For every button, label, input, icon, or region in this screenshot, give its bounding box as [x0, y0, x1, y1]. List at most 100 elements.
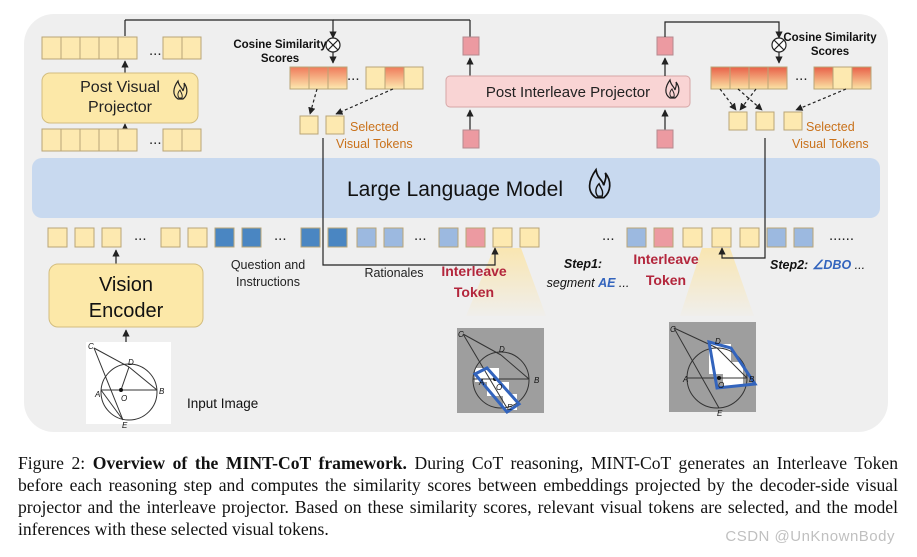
- interleave-embedding-token: [462, 36, 480, 56]
- sequence-token: [492, 227, 513, 248]
- figure-caption: Figure 2: Overview of the MINT-CoT frame…: [18, 452, 898, 540]
- beam-left: [466, 248, 546, 316]
- sequence-token: [47, 227, 68, 248]
- selected-visual-token: [783, 111, 803, 131]
- sequence-token: [300, 227, 321, 248]
- ellipsis: ...: [134, 227, 147, 244]
- sequence-token: [626, 227, 647, 248]
- svg-text:C: C: [458, 330, 464, 339]
- post-visual-projector-box: [41, 72, 199, 124]
- ellipsis: ...: [602, 227, 615, 244]
- svg-text:D: D: [715, 337, 721, 346]
- svg-text:D: D: [499, 345, 505, 354]
- selected-label-left-2: Visual Tokens: [336, 137, 413, 151]
- large-language-model-label: Large Language Model: [347, 178, 563, 201]
- sequence-token: [214, 227, 235, 248]
- visual-token: [98, 36, 119, 60]
- step2-label: Step2:∠DBO ...: [770, 258, 865, 272]
- visual-token: [117, 128, 138, 152]
- selected-visual-token: [325, 115, 345, 135]
- visual-token: [79, 36, 100, 60]
- svg-text:C: C: [670, 325, 676, 334]
- selected-visual-token: [299, 115, 319, 135]
- score-token: [384, 66, 405, 90]
- sequence-token: [519, 227, 540, 248]
- visual-token: [41, 36, 62, 60]
- visual-token: [60, 36, 81, 60]
- post-visual-projector-label-2: Projector: [88, 99, 153, 116]
- svg-text:A: A: [94, 390, 100, 399]
- selected-visual-token: [755, 111, 775, 131]
- visual-token: [117, 36, 138, 60]
- beam-right: [680, 248, 754, 316]
- visual-token: [79, 128, 100, 152]
- score-token: [748, 66, 769, 90]
- vision-encoder-label-2: Encoder: [89, 300, 164, 322]
- ellipsis: ...: [149, 131, 162, 148]
- svg-text:C: C: [88, 342, 94, 351]
- flame-icon: [588, 167, 611, 199]
- score-token: [710, 66, 731, 90]
- rationales-label: Rationales: [364, 266, 423, 280]
- interleave-token-label-left-1: Interleave: [441, 263, 507, 279]
- sequence-token: [465, 227, 486, 248]
- score-token: [832, 66, 853, 90]
- visual-token: [162, 36, 183, 60]
- ellipsis: ...: [414, 227, 427, 244]
- selected-visual-token: [728, 111, 748, 131]
- large-language-model-box: [32, 158, 880, 218]
- input-token-sequence: [47, 227, 814, 248]
- question-instructions-label-1: Question and: [231, 258, 305, 272]
- step1-label: Step1:: [564, 257, 602, 271]
- svg-text:E: E: [507, 403, 513, 412]
- ellipsis: ...: [795, 67, 808, 84]
- score-token: [289, 66, 310, 90]
- cosine-similarity-label-right-1: Cosine Similarity: [783, 32, 877, 44]
- svg-text:A: A: [682, 375, 688, 384]
- cosine-score-row-right: [710, 66, 872, 90]
- svg-text:D: D: [128, 358, 134, 367]
- selected-region-image-left: C D A O B E: [457, 328, 544, 414]
- flame-icon: [173, 79, 188, 100]
- sequence-token: [739, 227, 760, 248]
- svg-text:O: O: [121, 394, 127, 403]
- score-token: [851, 66, 872, 90]
- cosine-score-row-left: [289, 66, 424, 90]
- sequence-token: [327, 227, 348, 248]
- sequence-token: [160, 227, 181, 248]
- multiply-icon-left: [325, 37, 341, 53]
- interleave-token-label-right-2: Token: [646, 272, 686, 288]
- selected-visual-tokens-right: [728, 111, 803, 131]
- vision-encoder-box: [48, 263, 204, 328]
- selected-visual-tokens-left: [299, 115, 345, 135]
- sequence-token: [711, 227, 732, 248]
- ellipsis: ...: [347, 67, 360, 84]
- ellipsis: ...: [149, 42, 162, 59]
- interleave-hidden-token: [656, 129, 674, 149]
- svg-text:O: O: [496, 383, 502, 392]
- selected-label-right-2: Visual Tokens: [792, 137, 869, 151]
- question-instructions-label-2: Instructions: [236, 275, 300, 289]
- cosine-similarity-label-left-2: Scores: [261, 53, 299, 65]
- visual-token: [162, 128, 183, 152]
- svg-text:O: O: [718, 381, 724, 390]
- ellipsis: ...: [274, 227, 287, 244]
- sequence-token: [101, 227, 122, 248]
- selected-label-right-1: Selected: [806, 120, 855, 134]
- svg-text:B: B: [534, 376, 540, 385]
- post-visual-projector-label-1: Post Visual: [80, 79, 160, 96]
- score-token: [308, 66, 329, 90]
- svg-text:E: E: [717, 409, 723, 418]
- visual-token: [98, 128, 119, 152]
- vision-token-row: [41, 128, 202, 152]
- caption-prefix: Figure 2:: [18, 453, 93, 473]
- caption-body: During CoT reasoning, MINT-CoT generates…: [18, 453, 899, 539]
- visual-token: [41, 128, 62, 152]
- visual-token: [60, 128, 81, 152]
- svg-text:B: B: [749, 375, 755, 384]
- score-token: [403, 66, 424, 90]
- interleave-token-label-left-2: Token: [454, 284, 494, 300]
- sequence-token: [356, 227, 377, 248]
- score-token: [327, 66, 348, 90]
- sequence-token: [187, 227, 208, 248]
